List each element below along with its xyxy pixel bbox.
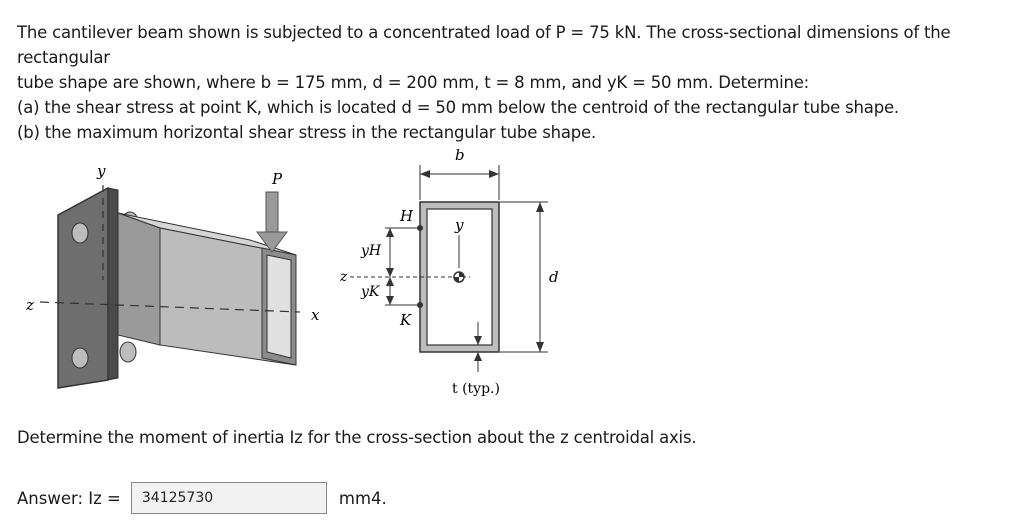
beam-diagram: y P z x [25, 146, 559, 397]
label-y-beam: y [96, 162, 106, 180]
label-d: d [549, 268, 559, 286]
beam-figure: y P z x [0, 140, 1024, 410]
cantilever-beam-drawing [39, 185, 301, 389]
label-H: H [399, 207, 414, 225]
label-x-beam: x [311, 306, 320, 324]
label-K: K [399, 311, 412, 329]
problem-statement: The cantilever beam shown is subjected t… [17, 20, 1017, 145]
answer-input[interactable] [130, 482, 327, 514]
label-z-section: z [339, 269, 348, 285]
label-yK: yK [360, 284, 381, 300]
answer-unit: mm4. [338, 488, 387, 508]
cross-section-drawing [350, 165, 548, 372]
problem-line-1: The cantilever beam shown is subjected t… [17, 23, 951, 67]
label-yH: yH [360, 243, 382, 259]
problem-line-4: (b) the maximum horizontal shear stress … [17, 123, 597, 142]
question-text: Determine the moment of inertia Iz for t… [17, 428, 697, 447]
problem-line-3: (a) the shear stress at point K, which i… [17, 98, 899, 117]
label-y-section: y [454, 216, 464, 234]
label-t-typ: t (typ.) [452, 381, 500, 397]
label-b: b [455, 146, 465, 164]
problem-line-2: tube shape are shown, where b = 175 mm, … [17, 73, 810, 92]
answer-label: Answer: Iz = [17, 488, 121, 508]
answer-row: Answer: Iz = mm4. [17, 480, 387, 516]
label-load-P: P [271, 170, 283, 188]
label-z-beam: z [25, 296, 34, 314]
